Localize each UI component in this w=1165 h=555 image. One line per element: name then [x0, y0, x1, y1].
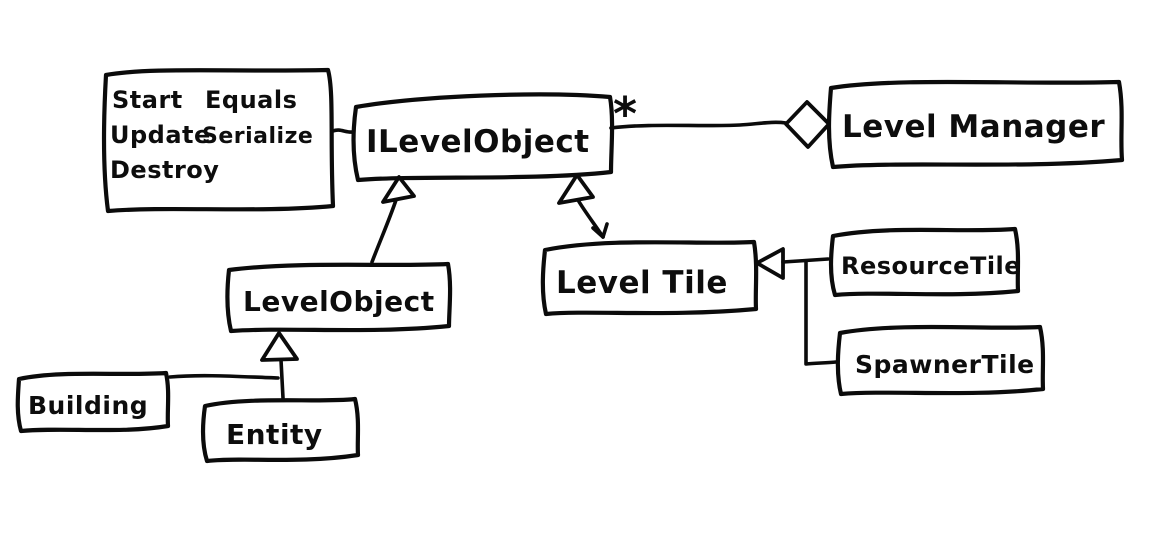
method-label-serialize: Serialize [202, 124, 313, 149]
method-label-update: Update [110, 121, 211, 149]
spawnertile-border [835, 324, 1046, 397]
small-arrowhead-icon [591, 222, 609, 239]
class-label-entity: Entity [226, 418, 323, 451]
inheritance-line-levelobject [370, 198, 398, 264]
leveltile-border [540, 239, 759, 317]
class-box-spawnertile: SpawnerTile [835, 324, 1046, 397]
inheritance-triangle-icon-levelobject [381, 175, 416, 204]
class-label-leveltile: Level Tile [556, 265, 728, 301]
method-label-destroy: Destroy [110, 156, 219, 184]
inheritance-triangle-icon-leveltile [557, 173, 595, 205]
building-border [15, 370, 171, 434]
class-box-resourcetile: ResourceTile [828, 226, 1021, 298]
note-box-methods: Start Equals Update Serialize Destroy [101, 67, 336, 214]
resourcetile-border [828, 226, 1021, 298]
class-label-levelmanager: Level Manager [842, 109, 1105, 145]
note-box-border [101, 67, 336, 214]
class-box-levelmanager: Level Manager [826, 79, 1125, 170]
inheritance-triangle-icon-tiles [755, 247, 785, 280]
ilevelobject-border [351, 92, 615, 183]
class-box-leveltile: Level Tile [540, 239, 759, 317]
class-label-resourcetile: ResourceTile [841, 252, 1021, 280]
tiles-branch-line [781, 257, 838, 366]
note-attachment-line [331, 128, 355, 134]
entity-inheritance-line [279, 358, 285, 400]
class-label-building: Building [28, 391, 148, 420]
levelmanager-border [826, 79, 1125, 170]
inheritance-triangle-icon-entity [260, 331, 299, 362]
class-box-entity: Entity [200, 396, 361, 464]
aggregation-line [609, 120, 788, 130]
method-label-start: Start [112, 86, 183, 114]
class-box-building: Building [15, 370, 171, 434]
building-branch-line [168, 373, 280, 380]
class-label-levelobject: LevelObject [243, 285, 435, 318]
class-label-spawnertile: SpawnerTile [855, 350, 1035, 379]
class-label-ilevelobject: ILevelObject [366, 124, 590, 160]
levelobject-border [225, 261, 453, 334]
class-box-ilevelobject: ILevelObject [351, 92, 615, 183]
class-box-levelobject: LevelObject [225, 261, 453, 334]
aggregation-diamond-icon [784, 100, 831, 149]
multiplicity-star: * [613, 87, 638, 141]
entity-border [200, 396, 361, 464]
method-label-equals: Equals [205, 86, 297, 114]
